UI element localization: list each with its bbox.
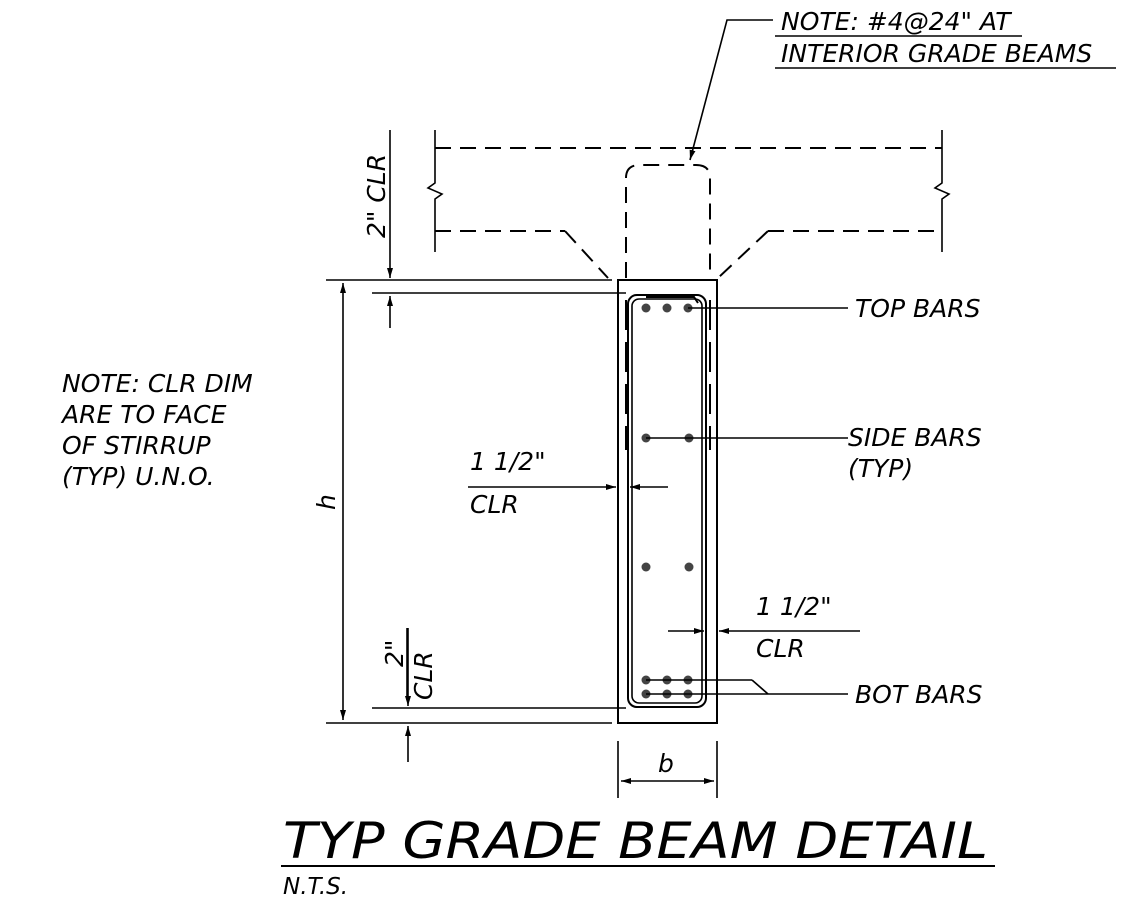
bot-bars-label: BOT BARS xyxy=(855,680,983,709)
left-note-line3: OF STIRRUP xyxy=(62,431,212,460)
bot-bars xyxy=(641,675,693,699)
height-dimension xyxy=(326,279,612,724)
slab-outline xyxy=(426,130,951,279)
left-side-clear-num: 1 1/2" xyxy=(470,447,546,476)
right-side-clear-word: CLR xyxy=(756,634,805,663)
drawing-title: TYP GRADE BEAM DETAIL xyxy=(283,812,988,870)
interior-beam-dashed xyxy=(625,164,711,278)
scale-note: N.T.S. xyxy=(283,874,348,899)
leaders xyxy=(646,19,848,695)
bottom-clear-word: CLR xyxy=(409,651,438,700)
left-note-line2: ARE TO FACE xyxy=(60,400,227,429)
top-note-line1: NOTE: #4@24" AT xyxy=(781,7,1012,36)
width-dimension xyxy=(617,741,718,798)
left-note: NOTE: CLR DIM ARE TO FACE OF STIRRUP (TY… xyxy=(60,369,253,491)
top-note: NOTE: #4@24" AT INTERIOR GRADE BEAMS xyxy=(775,7,1116,69)
top-clear-text: 2" CLR xyxy=(362,154,391,238)
left-note-line4: (TYP) U.N.O. xyxy=(62,462,215,491)
top-bars-label: TOP BARS xyxy=(855,294,981,323)
top-bars xyxy=(641,303,693,313)
width-label: b xyxy=(658,749,674,778)
right-side-clear-num: 1 1/2" xyxy=(756,592,832,621)
side-bars-typ-label: (TYP) xyxy=(848,454,913,483)
left-note-line1: NOTE: CLR DIM xyxy=(62,369,253,398)
side-bars xyxy=(641,433,694,572)
height-label: h xyxy=(312,494,341,510)
left-side-clear-word: CLR xyxy=(470,490,519,519)
bottom-clear-dimension xyxy=(372,628,626,762)
top-clear-dimension xyxy=(372,130,626,328)
top-note-line2: INTERIOR GRADE BEAMS xyxy=(781,39,1092,68)
beam-section xyxy=(617,279,718,724)
bottom-clear-num: 2" xyxy=(380,640,409,667)
side-bars-label: SIDE BARS xyxy=(848,423,982,452)
